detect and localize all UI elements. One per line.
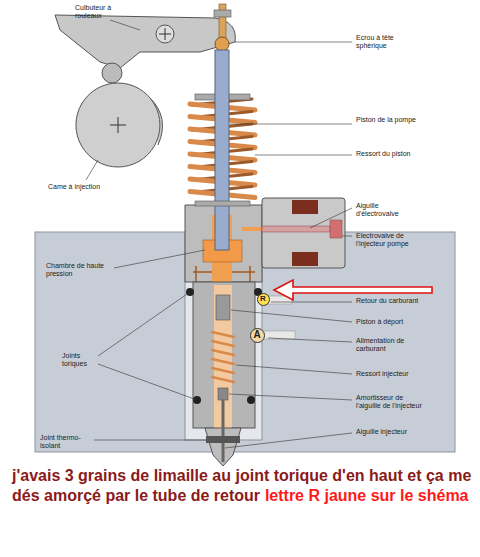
rocker-arm	[165, 28, 166, 40]
part-label: Amortisseur de l'aiguille de l'injecteur	[356, 394, 422, 409]
leader-line	[231, 310, 352, 322]
part-label: Culbuteur à rouleaux	[75, 4, 115, 19]
injector-lower-body	[218, 388, 228, 400]
leader-line	[235, 42, 352, 43]
callout-letter: R	[260, 295, 266, 303]
leader-line	[98, 364, 197, 400]
part-label: Aiguille injecteur	[356, 428, 416, 436]
part-label: Retour du carburant	[356, 297, 426, 305]
part-label: Ecrou à tête sphérique	[356, 34, 416, 49]
part-label: Came à injection	[48, 183, 118, 191]
solenoid-valve	[330, 220, 342, 238]
adjusting-screw	[214, 10, 231, 17]
injector-lower-body	[193, 282, 255, 466]
leader-line	[310, 208, 352, 228]
adjusting-screw	[214, 4, 231, 51]
part-label: Ressort du piston	[356, 150, 436, 158]
rocker-arm	[156, 25, 174, 43]
injector-lower-body	[206, 436, 240, 443]
leader-line	[229, 394, 352, 400]
leader-line	[236, 365, 352, 374]
callout-circle: A	[250, 328, 265, 343]
solenoid-valve	[292, 200, 318, 214]
adjusting-screw	[219, 4, 226, 42]
cam	[76, 83, 163, 167]
injector-upper-body	[193, 266, 255, 282]
adjusting-screw	[215, 37, 229, 51]
solenoid-valve	[292, 252, 318, 266]
part-label: Joints toriques	[62, 352, 96, 367]
rocker-arm	[55, 15, 235, 68]
rocker-arm	[102, 63, 122, 83]
part-label: Ressort injecteur	[356, 370, 436, 378]
leader-line	[268, 338, 352, 342]
part-label: Electrovalve de l'injecteur pompe	[356, 232, 428, 247]
callout-letter: A	[253, 330, 260, 340]
solenoid-valve	[262, 226, 330, 232]
injector-lower-body	[222, 400, 225, 462]
solenoid-valve	[262, 198, 345, 268]
leader-line	[230, 124, 352, 125]
cam	[76, 83, 163, 167]
leader-line	[255, 155, 352, 156]
leader-line	[114, 250, 205, 268]
part-label: Joint thermo-isolant	[40, 434, 92, 449]
leader-line	[86, 20, 352, 448]
spring	[212, 359, 234, 364]
part-label: Chambre de haute pression	[46, 262, 112, 277]
pump-piston	[195, 50, 250, 250]
part-label: Aiguille d'électrovalve	[356, 202, 416, 217]
callout-circle: R	[257, 293, 270, 306]
leader-line	[98, 292, 190, 356]
leader-line	[94, 440, 206, 441]
pump-piston	[195, 201, 250, 206]
pump-piston	[215, 50, 229, 250]
spring	[212, 350, 234, 355]
handwritten-note: j'avais 3 grains de limaille au joint to…	[12, 466, 474, 507]
spring	[212, 377, 234, 382]
leader-line	[86, 160, 98, 180]
cam	[118, 117, 119, 133]
solenoid-valve	[262, 198, 345, 268]
part-label: Piston à déport	[356, 318, 436, 326]
o-ring	[247, 396, 255, 404]
spring	[212, 341, 234, 346]
injector-lower-body	[216, 295, 230, 320]
injector-upper-body	[242, 227, 262, 231]
part-label: Piston de la pompe	[356, 116, 416, 124]
o-ring	[186, 288, 262, 404]
spring	[212, 332, 234, 337]
rocker-arm	[55, 15, 235, 83]
note-text: lettre R jaune sur le shéma	[265, 487, 469, 504]
leader-line	[342, 236, 352, 237]
leader-line	[225, 433, 352, 448]
leader-line	[271, 302, 352, 303]
part-label: Alimentation de carburant	[356, 337, 428, 352]
leader-line	[110, 20, 140, 30]
spring	[212, 368, 234, 373]
